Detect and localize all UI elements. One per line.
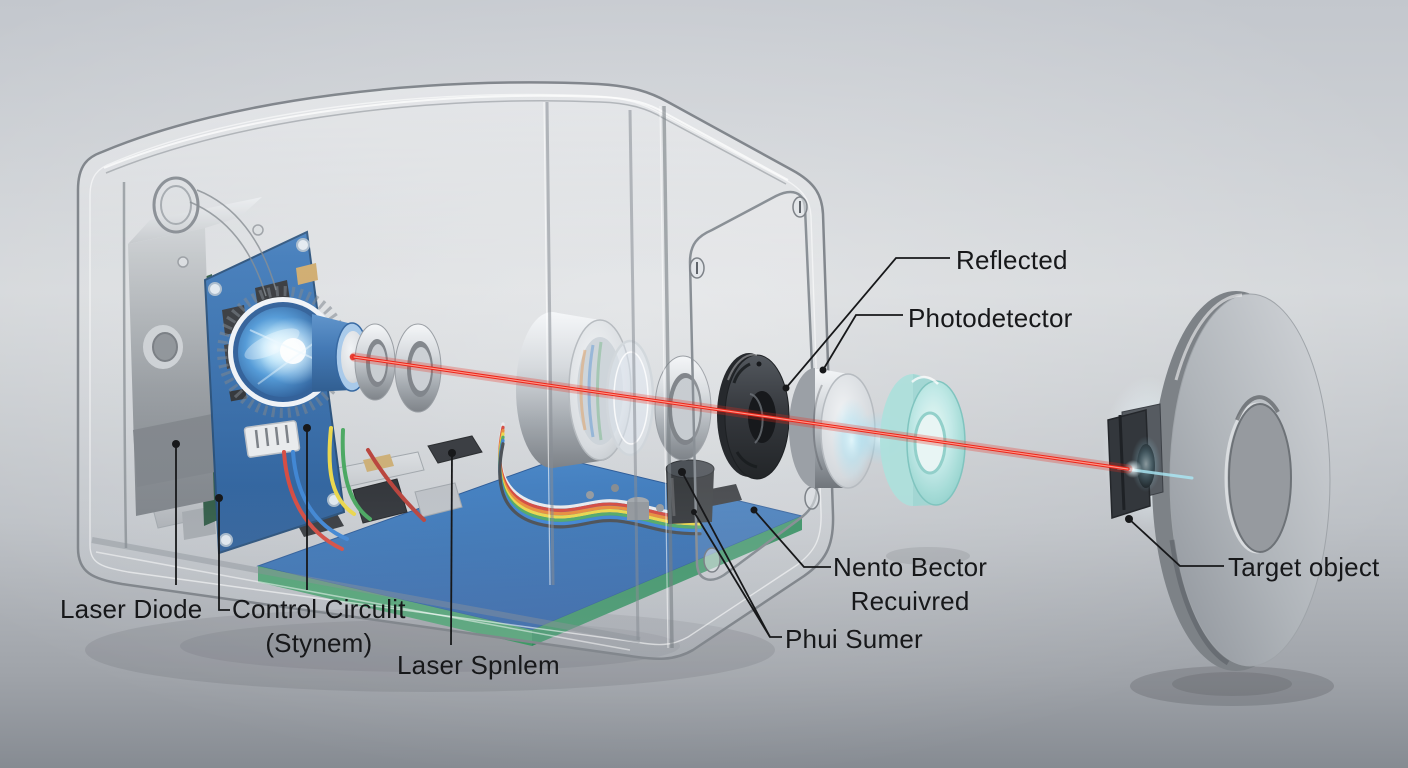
label-laser-diode: Laser Diode [60, 594, 203, 624]
label-control-circuit: Control Circulit (Stynem) [232, 592, 406, 660]
label-nento-bector-line2: Recuivred [850, 586, 970, 616]
label-phui-sumer: Phui Sumer [785, 624, 923, 654]
leader-nento-bector [753, 509, 831, 568]
label-photodetector: Photodetector [908, 303, 1073, 333]
teal-filter-ring [880, 374, 966, 506]
leader-phui-sumer-2 [693, 511, 771, 638]
label-control-circuit-line2: (Stynem) [265, 628, 373, 658]
leader-laser-spnlem [450, 452, 453, 646]
label-control-circuit-line1: Control Circulit [232, 594, 406, 624]
leader-photodetector [822, 314, 903, 371]
screw-bosses [689, 196, 820, 573]
laser-beam [349, 352, 1133, 474]
leader-control-rail [218, 498, 230, 611]
leader-reflected [785, 257, 950, 389]
receiver-optics [717, 353, 966, 506]
target-disc [1152, 291, 1331, 671]
label-laser-spnlem: Laser Spnlem [397, 650, 560, 680]
leader-dots [172, 366, 1133, 523]
label-target-object: Target object [1228, 552, 1380, 582]
lanyard-loop [152, 176, 277, 297]
impact-core [1124, 460, 1142, 478]
leader-target-object [1128, 518, 1224, 567]
label-reflected: Reflected [956, 245, 1068, 275]
label-nento-bector: Nento Bector Recuivred [833, 550, 987, 618]
leader-lines [175, 257, 1224, 646]
label-nento-bector-line1: Nento Bector [833, 552, 988, 582]
target-area [1102, 291, 1331, 671]
